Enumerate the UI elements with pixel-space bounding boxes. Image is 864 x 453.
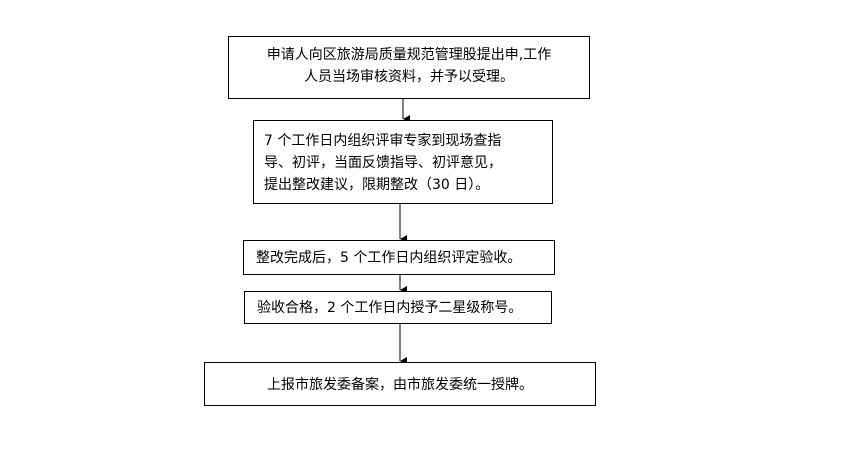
step1-box: 申请人向区旅游局质量规范管理股提出申,工作 人员当场审核资料，并予以受理。 — [228, 36, 590, 99]
step4-line1: 验收合格，2 个工作日内授予二星级称号。 — [257, 300, 523, 316]
step3-line1: 整改完成后，5 个工作日内组织评定验收。 — [256, 250, 522, 266]
step5-box: 上报市旅发委备案，由市旅发委统一授牌。 — [204, 362, 596, 406]
step1-line1: 申请人向区旅游局质量规范管理股提出申,工作 — [266, 47, 552, 63]
step2-line2: 导、初评，当面反馈指导、初评意见， — [264, 155, 502, 171]
step2-line3: 提出整改建议，限期整改（30 日）。 — [264, 177, 490, 193]
step2-line1: 7 个工作日内组织评审专家到现场查指 — [264, 133, 502, 149]
step4-box: 验收合格，2 个工作日内授予二星级称号。 — [244, 291, 552, 324]
step2-box: 7 个工作日内组织评审专家到现场查指 导、初评，当面反馈指导、初评意见， 提出整… — [253, 120, 553, 204]
step1-line2: 人员当场审核资料，并予以受理。 — [304, 69, 514, 85]
step3-box: 整改完成后，5 个工作日内组织评定验收。 — [243, 240, 555, 275]
step5-line1: 上报市旅发委备案，由市旅发委统一授牌。 — [267, 377, 533, 393]
